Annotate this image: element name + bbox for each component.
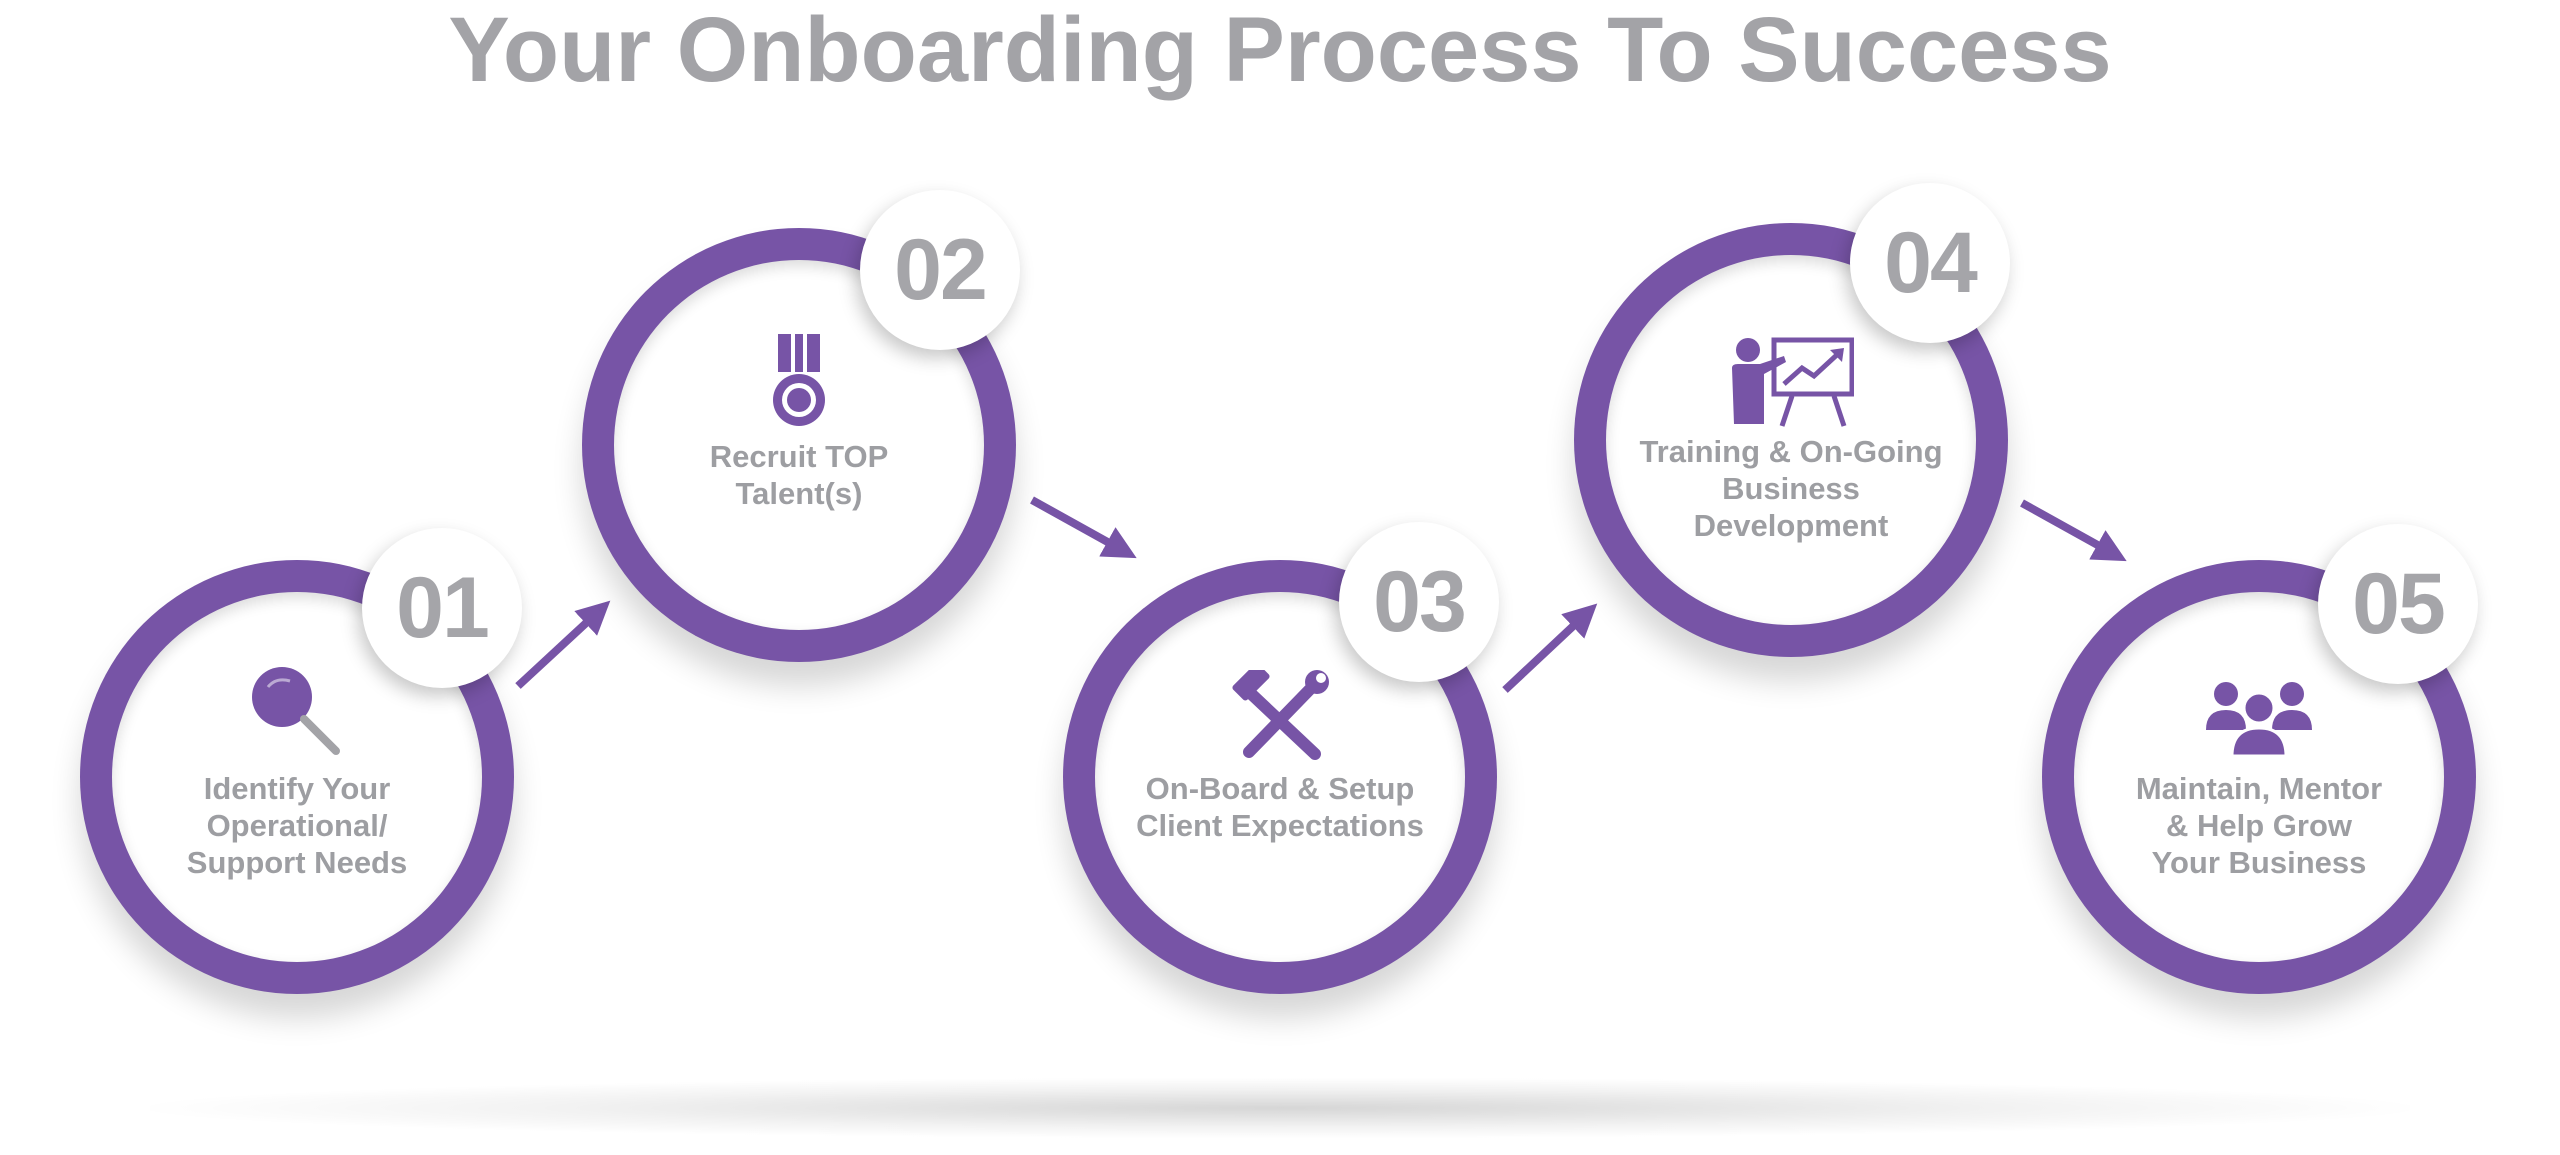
step-label-line: Recruit TOP: [709, 439, 889, 474]
step-05: Maintain, Mentor & Help Grow Your Busine…: [2042, 524, 2478, 994]
step-04: Training & On-Going Business Development…: [1574, 183, 2010, 657]
floor-shadow: [150, 1078, 2410, 1138]
medal-icon: [773, 334, 825, 426]
step-label-line: Training & On-Going: [1639, 434, 1943, 469]
arrow-01-02: [515, 600, 611, 689]
step-label: On-Board & Setup Client Expectations: [1095, 770, 1465, 844]
magnifier-icon: [252, 667, 340, 755]
step-label-line: Identify Your: [203, 771, 391, 806]
step-label-line: Operational/: [206, 808, 388, 843]
step-01: Identify Your Operational/ Support Needs…: [80, 528, 522, 994]
step-label-line: Talent(s): [735, 476, 863, 511]
arrow-04-05: [2020, 499, 2127, 562]
step-label-line: Support Needs: [186, 845, 408, 880]
step-label-line: Your Business: [2151, 845, 2367, 880]
step-number-badge: 02: [860, 190, 1020, 350]
step-number-badge: 01: [362, 528, 522, 688]
step-label-line: Maintain, Mentor: [2135, 771, 2383, 806]
page-title: Your Onboarding Process To Success: [448, 0, 2112, 101]
step-03: On-Board & Setup Client Expectations 03: [1063, 522, 1499, 994]
step-label: Training & On-Going Business Development: [1606, 433, 1976, 544]
presentation-icon: [1732, 337, 1854, 427]
arrow-02-03: [1030, 496, 1137, 559]
step-label: Maintain, Mentor & Help Grow Your Busine…: [2074, 770, 2444, 881]
step-02: Recruit TOP Talent(s) 02: [582, 190, 1020, 662]
step-label: Recruit TOP Talent(s): [614, 438, 984, 512]
step-label-line: Development: [1693, 508, 1889, 543]
step-label-line: On-Board & Setup: [1145, 771, 1415, 806]
step-label-line: Business: [1722, 471, 1860, 506]
step-number-badge: 04: [1850, 183, 2010, 343]
arrow-03-04: [1502, 603, 1598, 693]
step-label-line: & Help Grow: [2165, 808, 2352, 843]
team-icon: [2206, 682, 2312, 758]
step-number-badge: 03: [1339, 522, 1499, 682]
step-label-line: Client Expectations: [1136, 808, 1424, 843]
step-number-badge: 05: [2318, 524, 2478, 684]
tools-icon: [1232, 670, 1329, 760]
step-label: Identify Your Operational/ Support Needs: [112, 770, 482, 881]
